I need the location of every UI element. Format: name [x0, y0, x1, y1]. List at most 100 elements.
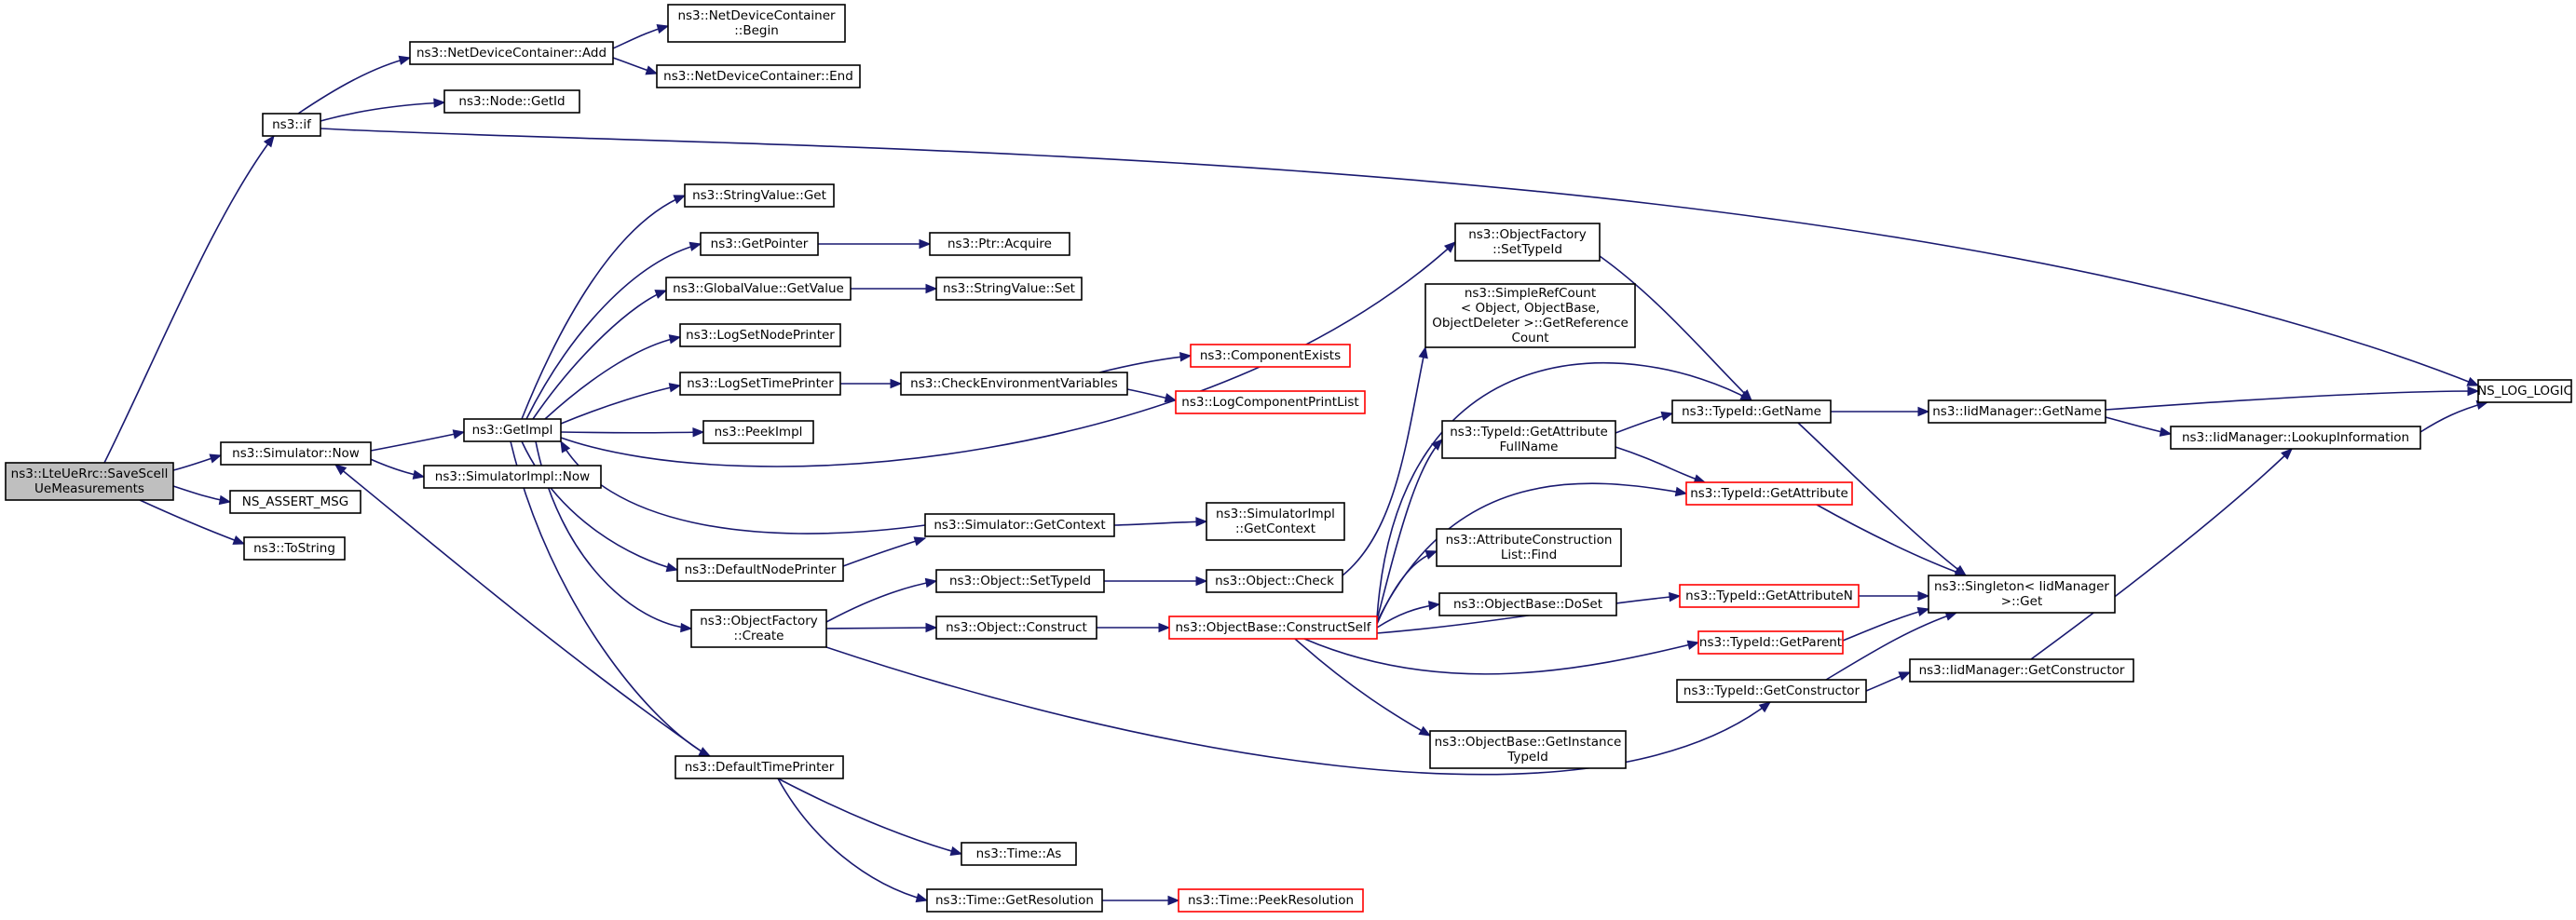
node-ob-doset[interactable]: ns3::ObjectBase::DoSet [1438, 592, 1617, 616]
node-defnodeprinter[interactable]: ns3::DefaultNodePrinter [676, 558, 844, 582]
node-if[interactable]: ns3::if [262, 113, 321, 137]
node-box[interactable] [1206, 502, 1345, 541]
node-simimpl-now[interactable]: ns3::SimulatorImpl::Now [423, 465, 602, 489]
node-box[interactable] [690, 609, 827, 648]
node-simimpl-getcontext[interactable]: ns3::SimulatorImpl::GetContext [1206, 502, 1345, 541]
node-box[interactable] [679, 372, 841, 396]
node-ob-constructself[interactable]: ns3::ObjectBase::ConstructSelf [1168, 616, 1378, 640]
node-singleton-get[interactable]: ns3::Singleton< IidManager>::Get [1928, 575, 2116, 614]
node-getimpl[interactable]: ns3::GetImpl [463, 418, 562, 442]
node-box[interactable] [1424, 283, 1636, 348]
node-ndc-add[interactable]: ns3::NetDeviceContainer::Add [409, 41, 614, 65]
node-lognodeprinter[interactable]: ns3::LogSetNodePrinter [679, 323, 841, 347]
node-box[interactable] [1909, 658, 2134, 683]
node-box[interactable] [220, 441, 372, 466]
node-checkenv[interactable]: ns3::CheckEnvironmentVariables [900, 372, 1128, 396]
node-box[interactable] [665, 277, 852, 301]
node-obj-settypeid[interactable]: ns3::Object::SetTypeId [935, 569, 1105, 593]
node-box[interactable] [1206, 569, 1343, 593]
node-box[interactable] [262, 113, 321, 137]
node-box[interactable] [929, 232, 1070, 256]
node-assert[interactable]: NS_ASSERT_MSG [229, 490, 361, 514]
node-iid-getctor[interactable]: ns3::IidManager::GetConstructor [1909, 658, 2134, 683]
node-box[interactable] [676, 558, 844, 582]
node-gv-getvalue[interactable]: ns3::GlobalValue::GetValue [665, 277, 852, 301]
node-logtimeprinter[interactable]: ns3::LogSetTimePrinter [679, 372, 841, 396]
node-label: ns3::IidManager::LookupInformation [2182, 430, 2409, 445]
node-srefcount[interactable]: ns3::SimpleRefCount< Object, ObjectBase,… [1424, 283, 1636, 348]
node-box[interactable] [1679, 584, 1860, 608]
node-box[interactable] [1175, 390, 1366, 414]
node-box[interactable] [1928, 575, 2116, 614]
node-time-peekres[interactable]: ns3::Time::PeekResolution [1178, 888, 1364, 913]
node-label: ns3::Time::As [976, 846, 1062, 861]
node-box[interactable] [2477, 379, 2572, 403]
node-time-as[interactable]: ns3::Time::As [961, 842, 1077, 866]
node-box[interactable] [463, 418, 562, 442]
node-box[interactable] [2170, 426, 2421, 450]
node-box[interactable] [924, 513, 1115, 537]
node-peekimpl[interactable]: ns3::PeekImpl [702, 420, 814, 444]
node-tid-getattrn[interactable]: ns3::TypeId::GetAttributeN [1679, 584, 1860, 608]
node-box[interactable] [423, 465, 602, 489]
node-sim-getcontext[interactable]: ns3::Simulator::GetContext [924, 513, 1115, 537]
node-box[interactable] [243, 536, 346, 561]
node-box[interactable] [684, 183, 835, 208]
node-box[interactable] [1168, 616, 1378, 640]
node-box[interactable] [926, 888, 1103, 913]
node-getpointer[interactable]: ns3::GetPointer [700, 232, 819, 256]
node-box[interactable] [702, 420, 814, 444]
node-box[interactable] [1441, 420, 1616, 459]
node-time-getres[interactable]: ns3::Time::GetResolution [926, 888, 1103, 913]
node-compexists[interactable]: ns3::ComponentExists [1190, 344, 1351, 368]
node-ns-log-logic[interactable]: NS_LOG_LOGIC [2477, 379, 2572, 403]
node-sim-now[interactable]: ns3::Simulator::Now [220, 441, 372, 466]
node-box[interactable] [1178, 888, 1364, 913]
node-box[interactable] [900, 372, 1128, 396]
node-obj-construct[interactable]: ns3::Object::Construct [935, 616, 1097, 640]
node-box[interactable] [409, 41, 614, 65]
node-obj-check[interactable]: ns3::Object::Check [1206, 569, 1343, 593]
node-tid-getparent[interactable]: ns3::TypeId::GetParent [1697, 630, 1844, 655]
node-box[interactable] [1685, 481, 1853, 506]
node-box[interactable] [1429, 730, 1627, 769]
node-tostring[interactable]: ns3::ToString [243, 536, 346, 561]
node-tid-getattr[interactable]: ns3::TypeId::GetAttribute [1685, 481, 1853, 506]
node-ptr-acquire[interactable]: ns3::Ptr::Acquire [929, 232, 1070, 256]
node-box[interactable] [961, 842, 1077, 866]
node-sv-get[interactable]: ns3::StringValue::Get [684, 183, 835, 208]
node-tid-getname[interactable]: ns3::TypeId::GetName [1671, 399, 1832, 424]
node-box[interactable] [935, 616, 1097, 640]
node-ndc-begin[interactable]: ns3::NetDeviceContainer::Begin [667, 4, 846, 43]
node-box[interactable] [700, 232, 819, 256]
node-deftimeprinter[interactable]: ns3::DefaultTimePrinter [675, 755, 844, 779]
node-box[interactable] [935, 277, 1083, 301]
node-box[interactable] [679, 323, 841, 347]
node-box[interactable] [229, 490, 361, 514]
node-box[interactable] [656, 64, 861, 88]
node-box[interactable] [935, 569, 1105, 593]
node-box[interactable] [1676, 679, 1867, 703]
node-of-settypeid[interactable]: ns3::ObjectFactory::SetTypeId [1454, 223, 1601, 262]
node-box[interactable] [1436, 528, 1622, 567]
node-sv-set[interactable]: ns3::StringValue::Set [935, 277, 1083, 301]
node-iid-lookup[interactable]: ns3::IidManager::LookupInformation [2170, 426, 2421, 450]
node-node-getid[interactable]: ns3::Node::GetId [443, 89, 580, 114]
node-tid-getctor[interactable]: ns3::TypeId::GetConstructor [1676, 679, 1867, 703]
node-logcompprint[interactable]: ns3::LogComponentPrintList [1175, 390, 1366, 414]
node-box[interactable] [667, 4, 846, 43]
node-ndc-end[interactable]: ns3::NetDeviceContainer::End [656, 64, 861, 88]
node-of-create[interactable]: ns3::ObjectFactory::Create [690, 609, 827, 648]
node-box[interactable] [1671, 399, 1832, 424]
node-box[interactable] [1190, 344, 1351, 368]
node-box[interactable] [443, 89, 580, 114]
node-box[interactable] [675, 755, 844, 779]
node-iid-getname[interactable]: ns3::IidManager::GetName [1928, 399, 2106, 424]
node-box[interactable] [1454, 223, 1601, 262]
node-box[interactable] [1438, 592, 1617, 616]
node-box[interactable] [1928, 399, 2106, 424]
node-box[interactable] [1697, 630, 1844, 655]
